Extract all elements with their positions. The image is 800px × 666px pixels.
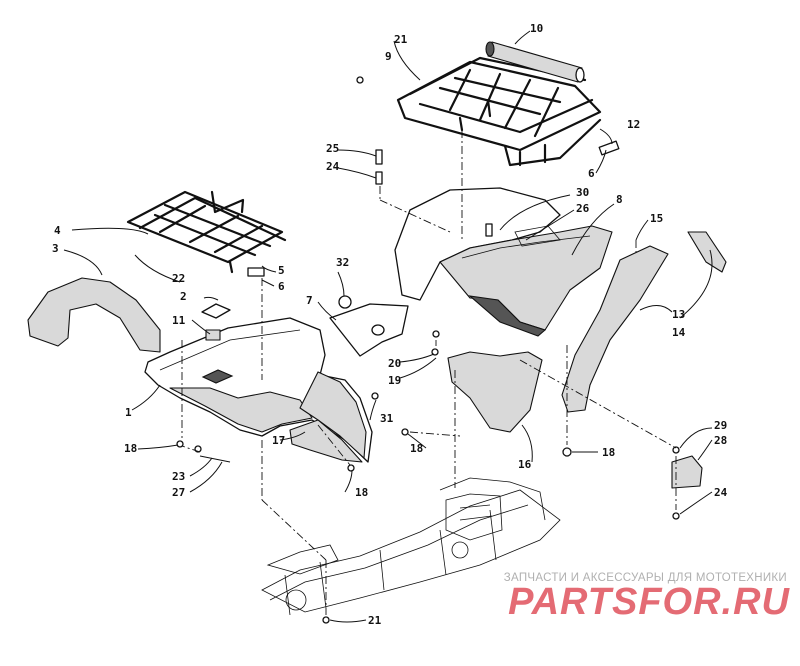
callout-18d: 18 [602, 446, 615, 459]
callout-7: 7 [306, 294, 313, 307]
callout-19: 19 [388, 374, 401, 387]
callout-9: 9 [385, 50, 392, 63]
callout-10: 10 [530, 22, 543, 35]
leader-lines [63, 30, 713, 623]
callout-16: 16 [518, 458, 532, 471]
rear-rack [396, 56, 602, 167]
vehicle-frame [261, 477, 561, 616]
front-rack [126, 190, 287, 274]
bracket [671, 455, 703, 489]
callout-5: 5 [278, 264, 285, 277]
callout-14: 14 [672, 326, 686, 339]
front-mudguard [289, 419, 363, 463]
callout-6b: 6 [588, 167, 595, 180]
alignment-lines [181, 130, 677, 615]
callout-6a: 6 [278, 280, 285, 293]
callout-18b: 18 [410, 442, 423, 455]
callout-24b: 24 [714, 486, 728, 499]
callout-20: 20 [388, 357, 401, 370]
callout-32: 32 [336, 256, 349, 269]
front-splash-panel [27, 277, 161, 353]
fender-cap [201, 303, 231, 319]
rear-mudguard [447, 351, 543, 433]
callout-labels: 1 2 3 4 5 6 6 7 8 9 10 11 12 13 14 15 16… [52, 22, 728, 627]
callout-27: 27 [172, 486, 185, 499]
callout-3: 3 [52, 242, 59, 255]
callout-22: 22 [172, 272, 185, 285]
fasteners [176, 76, 680, 624]
callout-23: 23 [172, 470, 185, 483]
callout-21b: 21 [368, 614, 382, 627]
watermark-tagline: ЗАПЧАСТИ И АКСЕССУАРЫ ДЛЯ МОТОТЕХНИКИ [503, 572, 787, 584]
callout-18c: 18 [355, 486, 368, 499]
side-panel [329, 295, 409, 357]
front-fender [144, 317, 373, 463]
rear-trim [687, 231, 727, 273]
callout-13: 13 [672, 308, 685, 321]
callout-29: 29 [714, 419, 727, 432]
callout-17: 17 [272, 434, 285, 447]
callout-12: 12 [627, 118, 640, 131]
callout-28: 28 [714, 434, 727, 447]
watermark-logo: PARTSFOR.RU [508, 581, 790, 623]
callout-8: 8 [616, 193, 623, 206]
callout-31: 31 [380, 412, 394, 425]
callout-15: 15 [650, 212, 663, 225]
callout-18a: 18 [124, 442, 137, 455]
callout-11: 11 [172, 314, 186, 327]
callout-25: 25 [326, 142, 339, 155]
callout-30: 30 [576, 186, 589, 199]
rack-pad [485, 41, 585, 83]
callout-21a: 21 [394, 33, 408, 46]
rear-fender [394, 187, 613, 337]
callout-4: 4 [54, 224, 61, 237]
rear-flare [561, 245, 669, 413]
callout-1: 1 [125, 406, 132, 419]
callout-26: 26 [576, 202, 590, 215]
callout-2: 2 [180, 290, 187, 303]
callout-24a: 24 [326, 160, 340, 173]
